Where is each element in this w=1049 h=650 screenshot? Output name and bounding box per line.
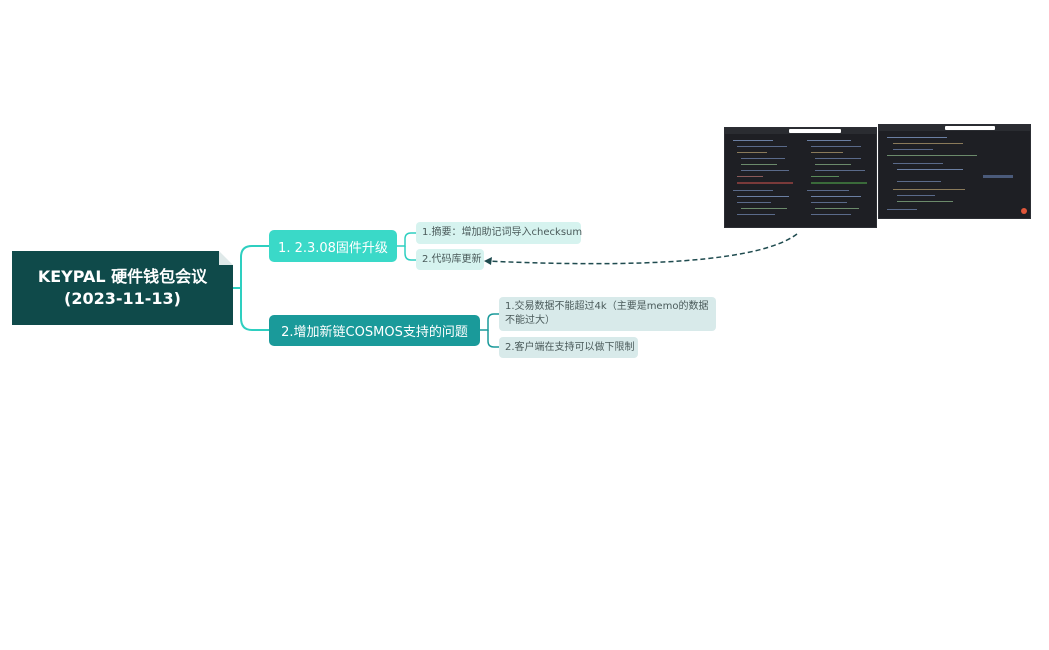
window-tab: [789, 129, 841, 133]
branch1-to-leaf1-line: [397, 232, 416, 247]
branch2-to-leaf2-line: [487, 330, 499, 348]
branch-connectors: [233, 245, 269, 331]
branch2-leaf-connectors: [480, 313, 499, 348]
branch-label: 2.增加新链COSMOS支持的问题: [281, 325, 468, 340]
leaf-label: 2.客户端在支持可以做下限制: [505, 341, 635, 353]
editor-pane: [883, 135, 1021, 214]
root-to-branch2-line: [240, 288, 269, 331]
leaf-label: 1.交易数据不能超过4k（主要是memo的数据不能过大）: [505, 301, 709, 326]
root-to-branch1-line: [233, 245, 269, 289]
branch-cosmos-support[interactable]: 2.增加新链COSMOS支持的问题: [269, 315, 480, 346]
root-title: KEYPAL 硬件钱包会议 (2023-11-13): [37, 267, 208, 308]
attachment-screenshot-1[interactable]: [724, 127, 877, 228]
branch-label: 1. 2.3.08固件升级: [278, 240, 388, 256]
branch1-to-leaf2-line: [404, 246, 416, 261]
root-topic[interactable]: KEYPAL 硬件钱包会议 (2023-11-13): [12, 251, 233, 325]
root-corner-fold: [219, 251, 233, 265]
window-tab: [945, 126, 995, 130]
leaf-label: 1.摘要：增加助记词导入checksum: [422, 227, 583, 238]
branch1-leaf-connectors: [397, 232, 416, 261]
leaf-transaction-limit[interactable]: 1.交易数据不能超过4k（主要是memo的数据不能过大）: [499, 297, 716, 331]
leaf-code-update[interactable]: 2.代码库更新: [416, 249, 484, 270]
editor-pane-left: [729, 138, 799, 223]
editor-pane-right: [803, 138, 873, 223]
leaf-label: 2.代码库更新: [422, 253, 482, 265]
status-dot-icon: [1021, 208, 1027, 214]
leaf-client-limit[interactable]: 2.客户端在支持可以做下限制: [499, 337, 638, 358]
dashed-link-arrowhead: [484, 257, 492, 265]
branch2-to-leaf1-line: [480, 313, 499, 331]
leaf-summary-checksum[interactable]: 1.摘要：增加助记词导入checksum: [416, 222, 583, 244]
attachment-screenshot-2[interactable]: [878, 124, 1031, 219]
branch-firmware-upgrade[interactable]: 1. 2.3.08固件升级: [269, 230, 397, 262]
